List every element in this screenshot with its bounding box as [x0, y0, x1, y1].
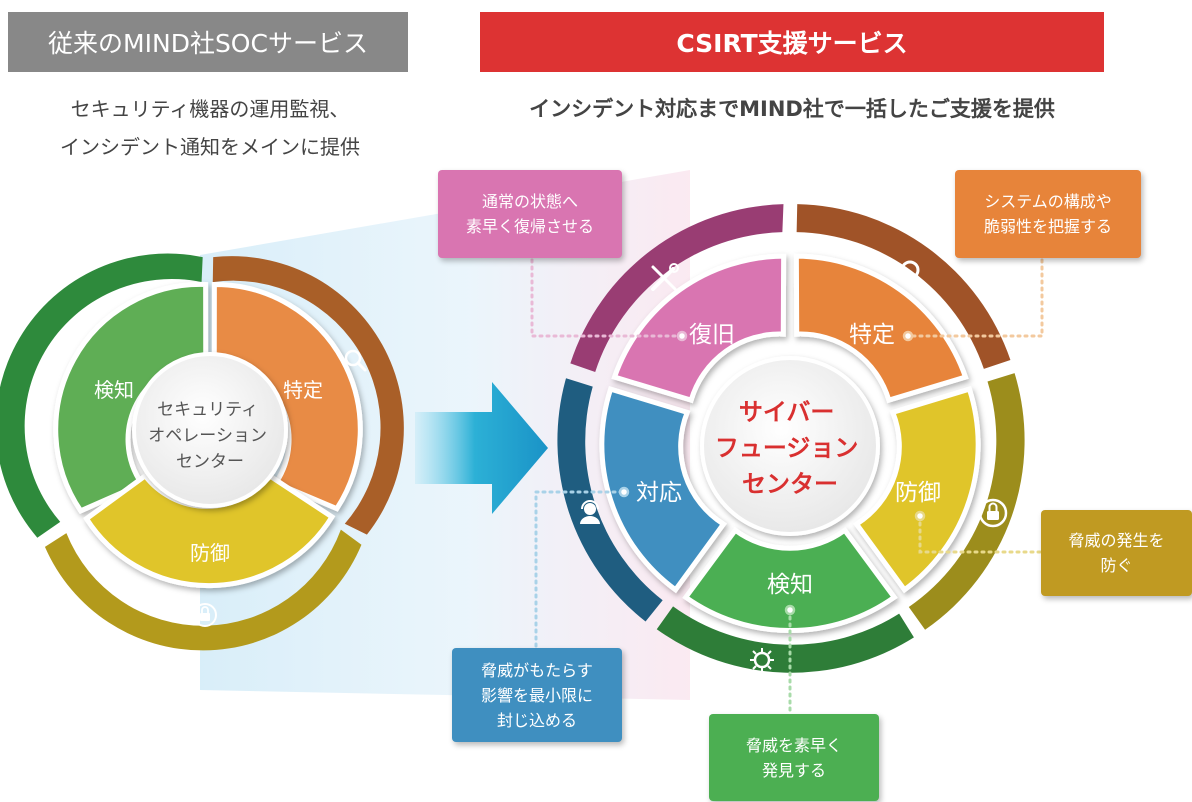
callout-respond-line2: 影響を最小限に	[480, 685, 593, 705]
right-label-identify: 特定	[849, 321, 895, 347]
operator-icon	[580, 500, 600, 524]
right-center-line2: フュージョン	[715, 435, 859, 462]
lock-icon	[978, 498, 1008, 528]
callout-recover-line1: 通常の状態へ	[481, 192, 578, 211]
left-center-line3: センター	[176, 452, 244, 471]
left-label-protect: 防御	[190, 542, 230, 565]
magnifier-icon	[900, 260, 926, 286]
right-center-line3: センター	[742, 471, 838, 498]
right-outer-arc-recover	[570, 204, 784, 372]
subtitle-left-line2: インシデント通知をメインに提供	[60, 135, 360, 159]
header-csirt-support: CSIRT支援サービス	[480, 12, 1104, 72]
right-label-respond: 対応	[636, 479, 682, 505]
svg-text:サイバー フュージョン センター: サイバー フュージョン センター	[715, 399, 865, 498]
right-label-recover: 復旧	[689, 321, 735, 347]
svg-text:セキュリティ オペレーション センタ: セキュリティ オペレーション センター	[148, 400, 271, 471]
connector-protect	[918, 514, 1042, 554]
right-segment-identify	[793, 253, 969, 404]
right-segment-detect	[682, 526, 898, 634]
right-segment-recover	[611, 253, 787, 404]
callout-detect-line1: 脅威を素早く	[745, 735, 842, 755]
right-arrow-icon	[415, 382, 548, 514]
right-segment-protect	[852, 386, 981, 594]
connector-endpoints	[618, 330, 926, 616]
callout-recover: 通常の状態へ 素早く復帰させる	[438, 170, 622, 258]
right-center-circle	[700, 356, 880, 536]
callout-protect: 脅威の発生を 防ぐ	[1041, 510, 1192, 596]
right-center-line1: サイバー	[739, 399, 835, 426]
callout-recover-line2: 素早く復帰させる	[465, 217, 594, 236]
callout-protect-line2: 防ぐ	[1100, 556, 1133, 575]
left-magnifier-icon	[344, 349, 367, 372]
right-segment-respond	[599, 386, 728, 594]
right-outer-arc-identify	[796, 204, 1011, 369]
subtitle-left-line1: セキュリティ機器の運用監視、	[70, 97, 350, 121]
tools-icon	[651, 263, 679, 291]
left-lock-icon	[193, 603, 217, 627]
callout-detect: 脅威を素早く 発見する	[709, 714, 879, 801]
virus-icon	[750, 648, 774, 672]
right-wheel: サイバー フュージョン センター 復旧 特定 防御 検知 対応	[557, 204, 1025, 673]
left-label-detect: 検知	[94, 379, 134, 402]
header-conventional-soc: 従来のMIND社SOCサービス	[8, 12, 408, 72]
callout-identify: システムの構成や 脆弱性を把握する	[955, 170, 1141, 258]
subtitle-conventional: セキュリティ機器の運用監視、 インシデント通知をメインに提供	[20, 90, 400, 166]
right-label-protect: 防御	[895, 479, 941, 505]
connector-identify	[906, 258, 1044, 338]
connector-respond	[534, 490, 626, 648]
connectors	[530, 258, 1044, 714]
left-wheel: セキュリティ オペレーション センター 検知 特定 防御	[0, 253, 404, 651]
callout-protect-line1: 脅威の発生を	[1068, 531, 1165, 550]
left-center-line2: オペレーション	[148, 426, 267, 445]
left-center-circle	[132, 352, 288, 508]
left-outer-arc-identify	[212, 256, 404, 535]
left-outer-arc-protect	[44, 529, 362, 651]
left-virus-icon	[41, 359, 63, 381]
subtitle-csirt: インシデント対応までMIND社で一括したご支援を提供	[529, 97, 1055, 121]
right-outer-arc-protect	[908, 373, 1025, 630]
right-label-detect: 検知	[767, 571, 813, 597]
callout-respond-line3: 封じ込める	[496, 710, 577, 730]
left-label-identify: 特定	[283, 379, 323, 402]
left-outer-arc-detect	[0, 253, 203, 538]
callout-identify-line2: 脆弱性を把握する	[983, 217, 1112, 236]
callout-respond-line1: 脅威がもたらす	[481, 660, 593, 680]
right-outer-arc-detect	[656, 606, 914, 673]
callout-respond: 脅威がもたらす 影響を最小限に 封じ込める	[452, 648, 622, 742]
left-center-line1: セキュリティ	[157, 400, 258, 419]
connector-recover	[530, 258, 684, 338]
callout-identify-line1: システムの構成や	[984, 192, 1112, 211]
callout-detect-line2: 発見する	[761, 760, 826, 780]
right-outer-arc-respond	[557, 378, 663, 622]
